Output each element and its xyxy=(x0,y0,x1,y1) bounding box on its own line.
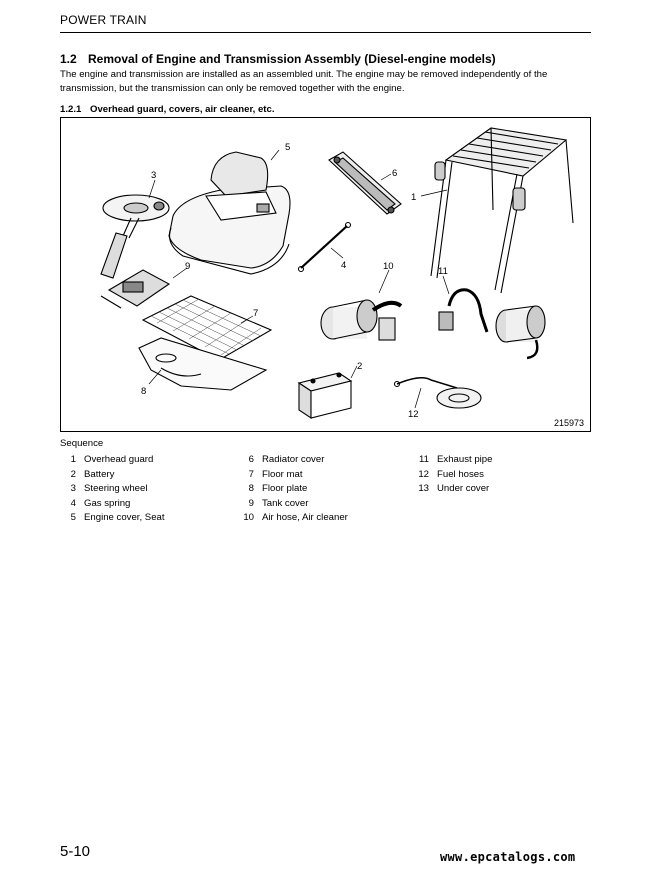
sequence-item: 9 Tank cover xyxy=(238,497,348,512)
sequence-item: 13 Under cover xyxy=(413,482,492,497)
air-cleaner-drawing xyxy=(320,299,403,341)
callout-1: 1 xyxy=(411,192,416,203)
overhead-guard-drawing xyxy=(430,127,574,294)
sequence-text: Floor mat xyxy=(262,468,303,480)
sequence-number: 10 xyxy=(243,512,254,523)
sequence-item: 3 Steering wheel xyxy=(62,482,165,497)
header-rule xyxy=(60,32,591,33)
callout-6: 6 xyxy=(392,168,397,179)
sequence-number: 3 xyxy=(70,483,76,494)
sequence-text: Under cover xyxy=(437,483,490,494)
fuel-hoses-drawing xyxy=(393,377,482,409)
sequence-text: Exhaust pipe xyxy=(437,454,493,465)
callout-2: 2 xyxy=(357,361,362,372)
callout-10: 10 xyxy=(383,261,394,272)
sequence-text: Floor plate xyxy=(262,483,308,494)
sequence-item: 6 Radiator cover xyxy=(238,453,348,468)
sequence-text: Overhead guard xyxy=(84,454,154,465)
sequence-text: Fuel hoses xyxy=(437,468,484,480)
parts-illustration: 1 2 3 4 5 6 7 8 9 10 11 12 xyxy=(100,127,574,420)
sequence-text: Battery xyxy=(84,468,115,480)
section-intro: The engine and transmission are installe… xyxy=(60,69,548,94)
subsection-title: Overhead guard, covers, air cleaner, etc… xyxy=(90,104,275,115)
section-title: Removal of Engine and Transmission Assem… xyxy=(88,52,496,66)
sequence-item: 2 Battery xyxy=(62,468,165,483)
sequence-number: 8 xyxy=(248,483,254,494)
sequence-column-1: 1 Overhead guard 2 Battery 3 Steering wheel… xyxy=(62,453,165,526)
sequence-item: 5 Engine cover, Seat xyxy=(62,511,165,526)
sequence-number: 13 xyxy=(418,483,429,494)
gas-spring-drawing xyxy=(297,221,352,273)
subsection-number: 1.2.1 xyxy=(60,104,82,115)
sequence-number: 1 xyxy=(70,454,76,465)
watermark-link[interactable]: www.epcatalogs.com xyxy=(440,850,576,864)
sequence-item: 11 Exhaust pipe xyxy=(413,453,492,468)
radiator-cover-drawing xyxy=(328,151,402,215)
callout-3: 3 xyxy=(151,170,156,181)
sequence-number: 6 xyxy=(248,454,254,465)
sequence-item: 4 Gas spring xyxy=(62,497,165,512)
sequence-item: 8 Floor plate xyxy=(238,482,348,497)
section-number: 1.2 xyxy=(60,52,77,66)
sequence-text: Air hose, Air cleaner xyxy=(262,512,348,523)
engine-cover-seat-drawing xyxy=(168,151,291,275)
section-heading: 1.2 Removal of Engine and Transmission As… xyxy=(60,52,496,66)
sequence-item: 1 Overhead guard xyxy=(62,453,165,468)
exploded-view-figure: 1 2 3 4 5 6 7 8 9 10 11 12 215973 xyxy=(60,117,591,432)
sequence-number: 11 xyxy=(419,454,429,465)
sequence-number: 9 xyxy=(248,497,254,509)
callout-12: 12 xyxy=(408,409,419,420)
callout-9: 9 xyxy=(185,261,190,272)
tank-cover-drawing xyxy=(100,269,171,309)
callout-4: 4 xyxy=(341,260,346,271)
subsection-heading: 1.2.1 Overhead guard, covers, air cleaner… xyxy=(60,104,275,115)
callout-11: 11 xyxy=(438,266,448,277)
sequence-number: 7 xyxy=(248,468,254,480)
sequence-text: Gas spring xyxy=(84,497,131,509)
sequence-item: 10 Air hose, Air cleaner xyxy=(238,511,348,526)
callout-7: 7 xyxy=(253,308,258,319)
sequence-text: Tank cover xyxy=(262,497,309,509)
sequence-number: 4 xyxy=(70,497,76,509)
sequence-column-3: 11 Exhaust pipe 12 Fuel hoses 13 Under cove… xyxy=(413,453,492,497)
figure-id: 215973 xyxy=(553,418,584,428)
sequence-text: Radiator cover xyxy=(262,454,325,465)
sequence-text: Engine cover, Seat xyxy=(84,512,165,523)
callout-8: 8 xyxy=(141,386,146,397)
page-header-title: POWER TRAIN xyxy=(60,13,147,27)
sequence-number: 5 xyxy=(70,512,76,523)
callout-5: 5 xyxy=(285,142,290,153)
steering-wheel-drawing xyxy=(100,194,170,279)
sequence-item: 7 Floor mat xyxy=(238,468,348,483)
sequence-item: 12 Fuel hoses xyxy=(413,468,492,483)
floor-mat-drawing xyxy=(141,295,273,361)
sequence-number: 2 xyxy=(70,468,76,480)
battery-drawing xyxy=(297,372,353,420)
sequence-number: 12 xyxy=(418,468,429,480)
sequence-text: Steering wheel xyxy=(84,483,148,494)
exhaust-pipe-drawing xyxy=(438,288,546,360)
floor-plate-drawing xyxy=(138,337,268,391)
page-number: 5-10 xyxy=(60,843,91,860)
sequence-label: Sequence xyxy=(60,438,104,449)
